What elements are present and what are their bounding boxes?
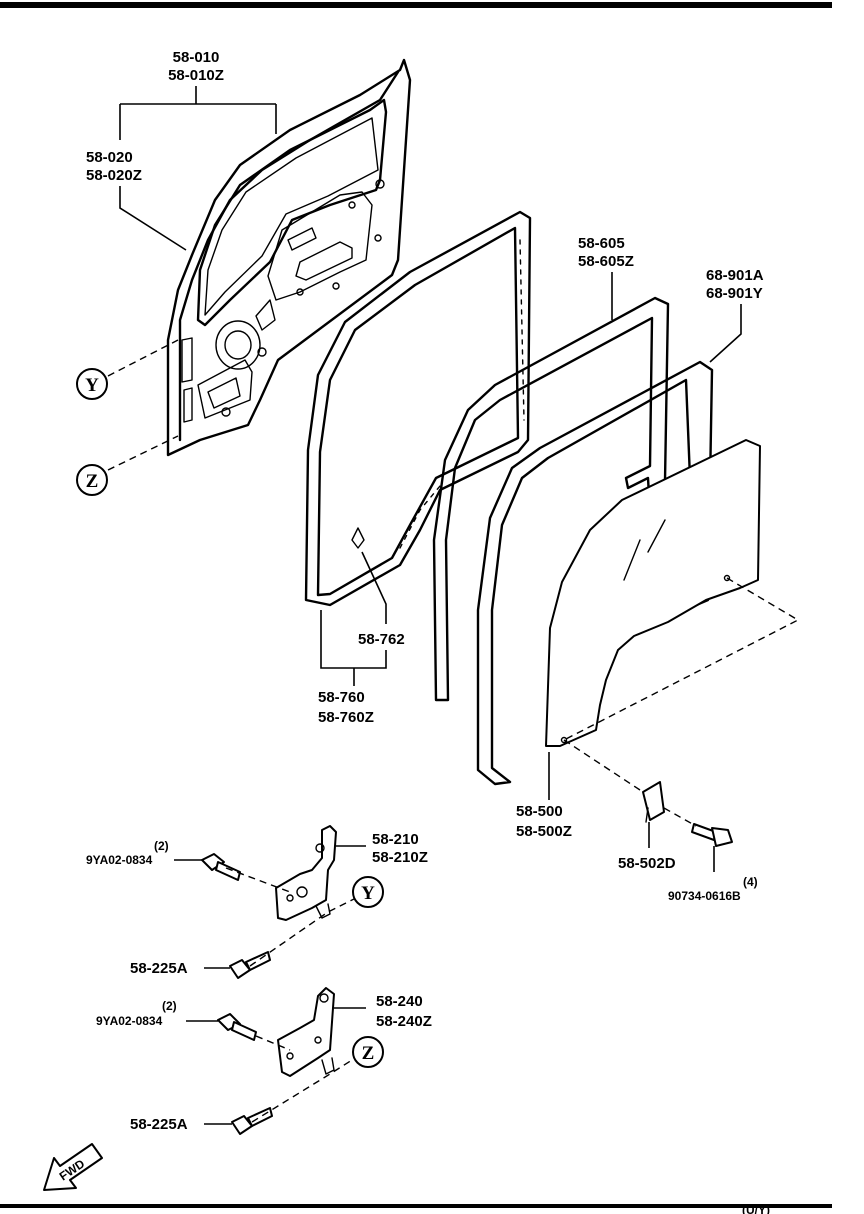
label-58-010z: 58-010Z	[168, 67, 224, 84]
upper-hinge	[275, 825, 337, 921]
hinge-bolt-lower	[217, 1013, 257, 1041]
hinge-bolt-upper	[201, 853, 241, 881]
door-weatherstrip	[304, 210, 532, 607]
label-68-901a: 68-901A	[706, 267, 764, 284]
label-58-010: 58-010	[173, 49, 220, 66]
label-9ya02-0834-1: 9YA02-0834	[86, 853, 153, 867]
label-58-762: 58-762	[358, 631, 405, 648]
label-58-210z: 58-210Z	[372, 849, 428, 866]
label-58-760z: 58-760Z	[318, 709, 374, 726]
label-58-020: 58-020	[86, 149, 133, 166]
top-rule	[0, 2, 832, 8]
label-58-500z: 58-500Z	[516, 823, 572, 840]
label-9ya02-qty-2: (2)	[162, 999, 177, 1013]
label-58-605: 58-605	[578, 235, 625, 252]
label-68-901y: 68-901Y	[706, 285, 763, 302]
label-58-240z: 58-240Z	[376, 1013, 432, 1030]
label-90734-qty: (4)	[743, 875, 758, 889]
fwd-arrow-icon: FWD	[43, 1143, 103, 1191]
callout-z-door-line	[107, 435, 179, 471]
label-58-020z: 58-020Z	[86, 167, 142, 184]
label-58-225a-2: 58-225A	[130, 1116, 188, 1133]
callout-y-door-line	[107, 339, 179, 377]
label-58-210: 58-210	[372, 831, 419, 848]
bottom-rule	[0, 1204, 832, 1208]
callout-y-door: Y	[76, 368, 108, 400]
label-9ya02-qty-1: (2)	[154, 839, 169, 853]
lower-hinge-alignment	[251, 1035, 353, 1123]
label-58-502d: 58-502D	[618, 855, 676, 872]
callout-z-door: Z	[76, 464, 108, 496]
label-58-760: 58-760	[318, 689, 365, 706]
label-9ya02-0834-2: 9YA02-0834	[96, 1014, 163, 1028]
svg-text:Y: Y	[361, 883, 375, 904]
label-90734-0616b: 90734-0616B	[668, 889, 741, 903]
leader-lines	[119, 86, 742, 1125]
glass-run-channel	[432, 296, 670, 702]
svg-text:Y: Y	[85, 375, 99, 396]
glass-alignment-line	[563, 577, 800, 827]
glass-bracket	[642, 781, 665, 823]
lower-hinge	[277, 987, 335, 1077]
callout-y-hinge: Y	[352, 876, 384, 908]
door-glass	[545, 439, 761, 747]
door-panel	[166, 58, 412, 457]
label-58-500: 58-500	[516, 803, 563, 820]
glass-bolt	[691, 823, 733, 847]
svg-text:Z: Z	[362, 1043, 375, 1064]
hinge-pin-bolt-lower	[231, 1107, 273, 1135]
footer-code: (U/Y)	[742, 1203, 770, 1214]
label-58-605z: 58-605Z	[578, 253, 634, 270]
callout-z-hinge: Z	[352, 1036, 384, 1068]
label-58-225a-1: 58-225A	[130, 960, 188, 977]
label-58-240: 58-240	[376, 993, 423, 1010]
svg-text:Z: Z	[86, 471, 99, 492]
